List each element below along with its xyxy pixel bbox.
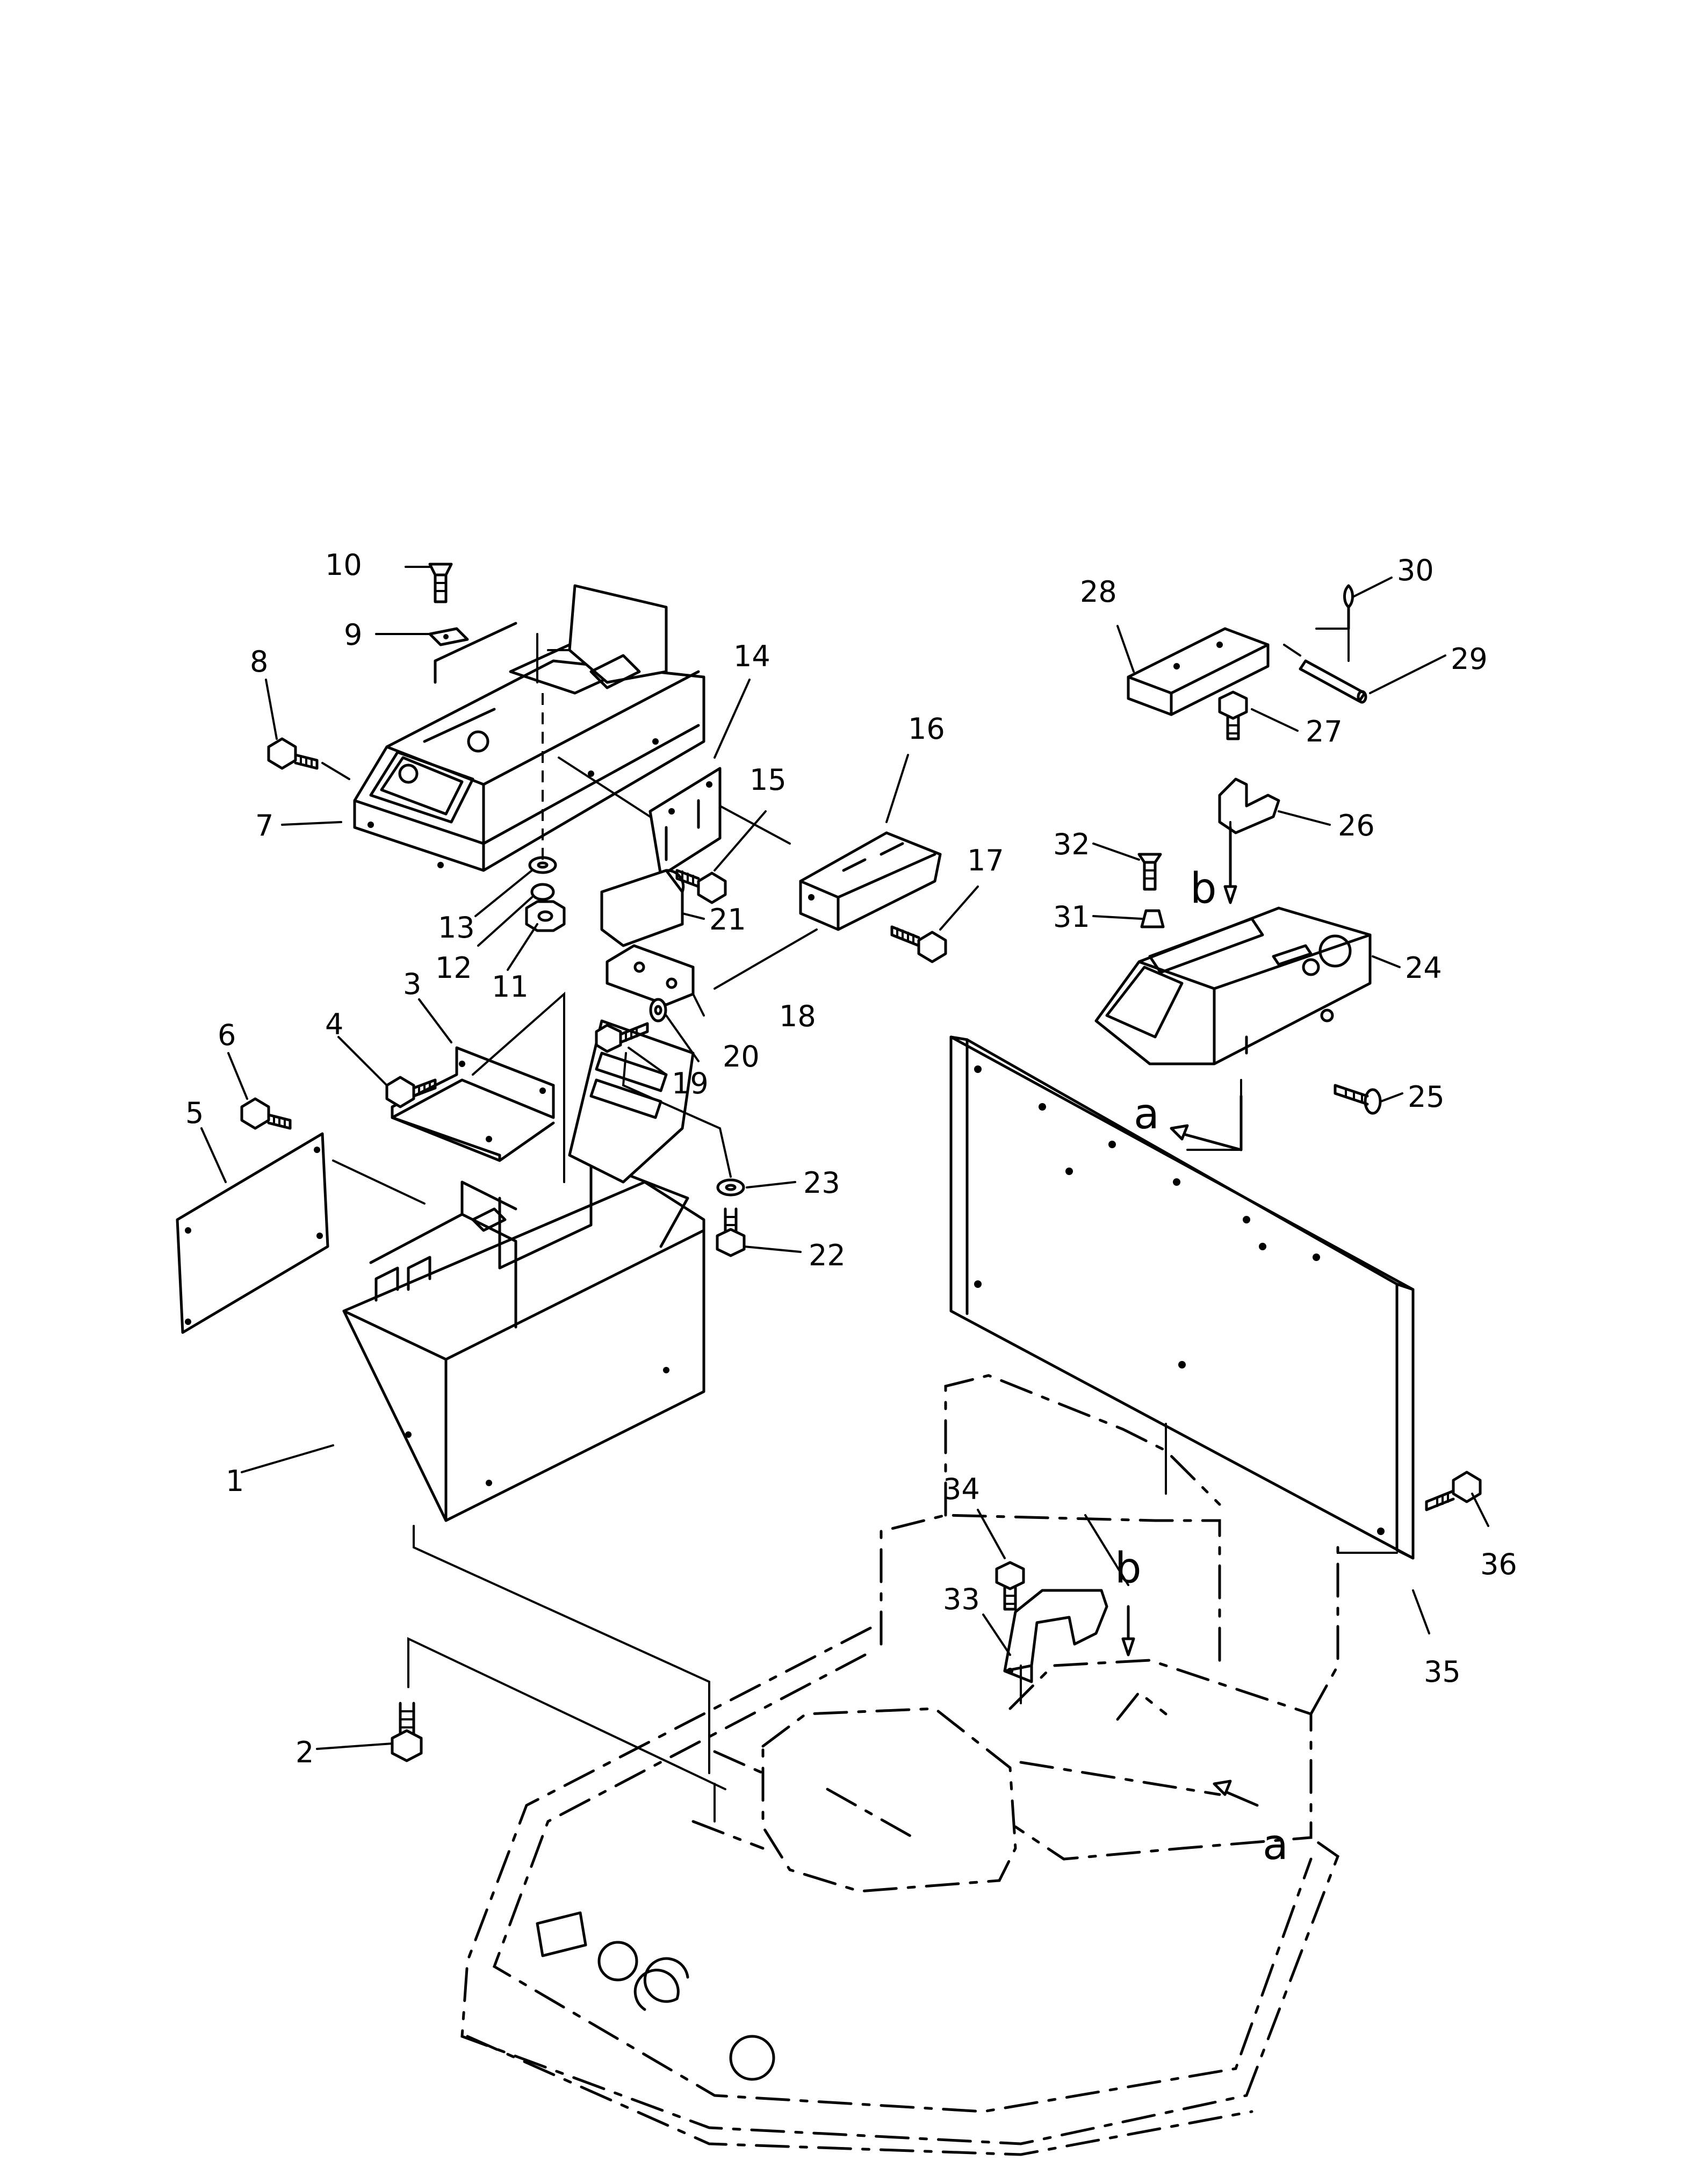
callout-10: 10 [325, 548, 362, 582]
callout-23: 23 [803, 1166, 840, 1200]
callout-24: 24 [1405, 951, 1442, 985]
callout-27: 27 [1306, 715, 1343, 748]
callout-7: 7 [255, 809, 273, 842]
battery-box [342, 1159, 705, 1522]
reference-letters: b a b a [1115, 865, 1288, 1869]
callout-4: 4 [325, 1007, 343, 1041]
callout-13: 13 [438, 911, 475, 945]
bolt-6 [240, 1097, 292, 1130]
pin-29 [1299, 659, 1367, 704]
bolt-17 [890, 925, 947, 963]
callout-3: 3 [403, 967, 421, 1001]
bolt-15 [675, 869, 727, 904]
callout-12: 12 [435, 951, 472, 985]
callout-26: 26 [1338, 809, 1375, 842]
callout-34: 34 [943, 1472, 980, 1506]
clip-30 [1343, 584, 1354, 630]
bolt-2 [391, 1702, 423, 1762]
callout-11: 11 [492, 970, 529, 1004]
ref-letter-a-upper: a [1134, 1090, 1159, 1139]
bolt-34 [995, 1561, 1025, 1611]
bracket-18 [606, 944, 695, 1006]
callout-15: 15 [749, 763, 787, 797]
bolt-8 [267, 737, 319, 770]
mounting-plate-14 [648, 767, 722, 877]
callout-16: 16 [908, 712, 945, 746]
callout-18: 18 [779, 999, 816, 1033]
cushion-21 [600, 869, 685, 947]
hinge-plate [428, 627, 469, 646]
callout-29: 29 [1451, 642, 1488, 676]
callout-14: 14 [733, 639, 770, 673]
battery-bracket [391, 1046, 555, 1162]
nut-11 [525, 900, 566, 932]
washer-23 [716, 1178, 745, 1197]
callout-28: 28 [1080, 575, 1117, 609]
fuse-panel [568, 1019, 695, 1184]
seat-back-panel [949, 1035, 1415, 1560]
console-cover [1094, 906, 1372, 1065]
callout-5: 5 [185, 1096, 204, 1130]
callout-35: 35 [1424, 1655, 1461, 1689]
washer-20 [649, 998, 667, 1022]
callout-2: 2 [296, 1735, 314, 1769]
lock-washer-12 [530, 883, 555, 901]
floor-frame [460, 1374, 1340, 2156]
ref-letter-b-lower: b [1115, 1544, 1142, 1593]
screw-32 [1137, 853, 1162, 891]
callout-8: 8 [250, 645, 268, 679]
callout-30: 30 [1397, 553, 1434, 587]
callout-33: 33 [943, 1582, 980, 1616]
screw-25 [1334, 1084, 1382, 1115]
bolt-36 [1425, 1471, 1482, 1511]
nut-31 [1140, 909, 1165, 928]
ref-letter-a-lower: a [1263, 1821, 1288, 1869]
side-cover-plate [176, 1132, 329, 1334]
washer-13 [528, 856, 557, 874]
callout-19: 19 [672, 1067, 709, 1100]
bolt-4 [385, 1076, 437, 1108]
callout-36: 36 [1480, 1547, 1517, 1581]
callout-9: 9 [344, 618, 362, 652]
callout-31: 31 [1053, 900, 1090, 934]
callout-6: 6 [218, 1018, 236, 1052]
callout-20: 20 [723, 1040, 760, 1074]
bracket-26 [1218, 777, 1280, 834]
callout-22: 22 [809, 1238, 846, 1272]
handle-33 [1003, 1589, 1108, 1683]
callout-17: 17 [967, 844, 1004, 877]
callout-25: 25 [1408, 1080, 1445, 1114]
ref-letter-b-upper: b [1190, 865, 1217, 913]
bolt-22 [716, 1207, 746, 1257]
bolt-27 [1218, 690, 1248, 740]
console-box [353, 584, 705, 872]
screw-10 [428, 563, 453, 603]
callout-21: 21 [709, 903, 746, 937]
block-28 [1127, 627, 1270, 716]
assembly-lines [332, 628, 1398, 1823]
callout-32: 32 [1053, 827, 1090, 861]
bolt-19 [595, 1022, 649, 1053]
bracket-16 [799, 831, 942, 931]
callout-1: 1 [226, 1464, 244, 1498]
leader-lines [200, 566, 1489, 1750]
callout-labels: 10 9 8 7 14 15 16 17 21 18 20 19 13 12 1… [185, 548, 1517, 1769]
